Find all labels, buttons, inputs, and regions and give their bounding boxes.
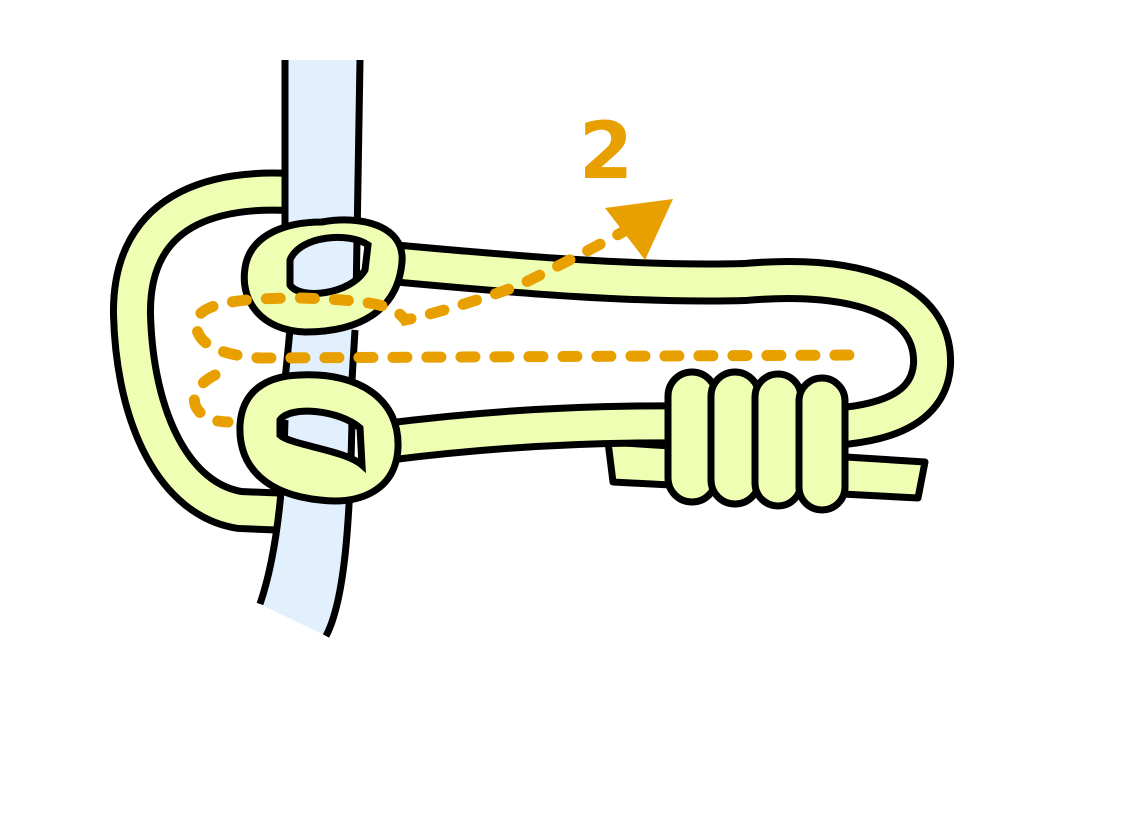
webbing-strap [256, 59, 364, 638]
rope-wraps [664, 368, 849, 514]
rope-main-loop [109, 169, 955, 534]
lower-knot-ring [236, 371, 402, 505]
guide-path [188, 222, 866, 428]
step-number: 2 [579, 107, 633, 197]
guide-arrowhead-icon [605, 199, 673, 260]
